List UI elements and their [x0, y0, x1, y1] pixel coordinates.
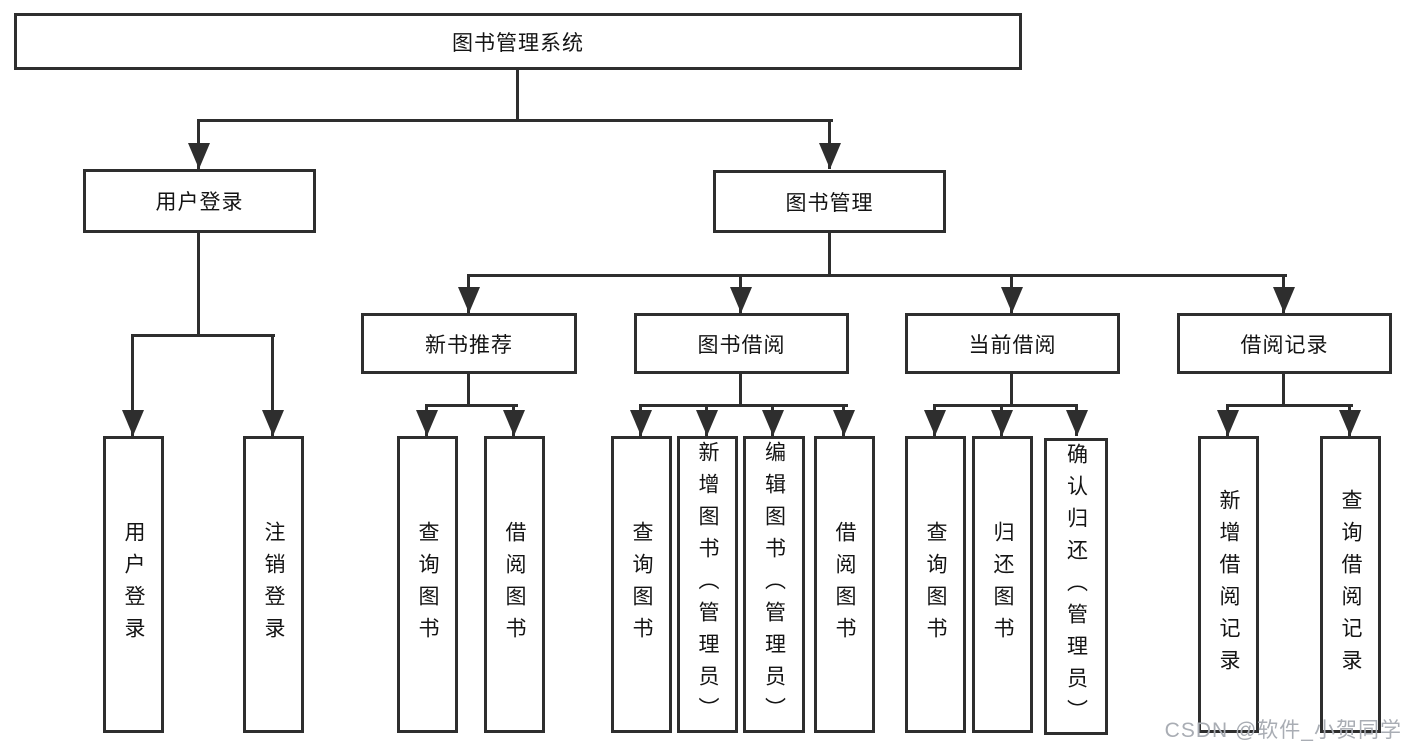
node-label: 借阅记录 — [1240, 333, 1329, 357]
connector-children-bar — [933, 404, 1078, 407]
connector-stub-line — [1010, 374, 1013, 407]
node-label: 注销登录 — [262, 520, 285, 649]
arrow-down-icon — [819, 143, 841, 169]
connector-level2-bar — [197, 119, 833, 122]
node-book-management: 图书管理 — [713, 170, 946, 233]
node-borrow-books: 借阅图书 — [814, 436, 875, 733]
arrow-down-icon — [762, 410, 784, 436]
connector-trunk-line — [516, 70, 519, 121]
arrow-down-icon — [458, 287, 480, 313]
node-label: 当前借阅 — [968, 333, 1057, 357]
connector-stub-line — [828, 233, 831, 277]
node-label: 查询借阅记录 — [1339, 488, 1362, 681]
connector-children-bar — [425, 404, 518, 407]
node-label: 借阅图书 — [503, 520, 526, 649]
connector-stub-line — [1282, 374, 1285, 407]
node-add-borrow-record: 新增借阅记录 — [1198, 436, 1259, 733]
node-label: 查询图书 — [630, 520, 653, 649]
node-borrow-books-recommend: 借阅图书 — [484, 436, 545, 733]
node-query-books-current: 查询图书 — [905, 436, 966, 733]
node-query-books-borrowing: 查询图书 — [611, 436, 672, 733]
node-label: 确认归还（管理员） — [1064, 442, 1088, 731]
node-label: 查询图书 — [416, 520, 439, 649]
node-new-book-recommendation: 新书推荐 — [361, 313, 577, 374]
node-borrowing-records: 借阅记录 — [1177, 313, 1392, 374]
node-query-books-recommend: 查询图书 — [397, 436, 458, 733]
node-label: 新书推荐 — [425, 333, 513, 357]
node-user-login-leaf: 用户登录 — [103, 436, 164, 733]
arrow-down-icon — [1273, 287, 1295, 313]
arrow-down-icon — [833, 410, 855, 436]
arrow-down-icon — [1001, 287, 1023, 313]
arrow-down-icon — [1066, 410, 1088, 436]
connector-stub-line — [197, 233, 200, 337]
node-label: 图书管理系统 — [452, 31, 584, 55]
arrow-down-icon — [1339, 410, 1361, 436]
arrow-down-icon — [991, 410, 1013, 436]
arrow-down-icon — [188, 143, 210, 169]
node-query-borrow-record: 查询借阅记录 — [1320, 436, 1381, 733]
arrow-down-icon — [730, 287, 752, 313]
arrow-down-icon — [503, 410, 525, 436]
node-edit-books-admin: 编辑图书（管理员） — [743, 436, 805, 733]
arrow-down-icon — [416, 410, 438, 436]
connector-children-bar — [467, 274, 1287, 277]
csdn-watermark: CSDN @软件_小贺同学 — [1164, 719, 1402, 742]
connector-children-bar — [1226, 404, 1353, 407]
node-label: 图书管理 — [785, 191, 874, 215]
node-label: 新增图书（管理员） — [696, 440, 719, 729]
connector-drop-line — [271, 334, 274, 436]
node-label: 用户登录 — [122, 520, 145, 649]
arrow-down-icon — [630, 410, 652, 436]
node-return-books: 归还图书 — [972, 436, 1033, 733]
node-label: 编辑图书（管理员） — [762, 440, 786, 729]
node-user-login: 用户登录 — [83, 169, 316, 233]
node-add-books-admin: 新增图书（管理员） — [677, 436, 738, 733]
node-library-management-system: 图书管理系统 — [14, 13, 1022, 70]
node-confirm-return-admin: 确认归还（管理员） — [1044, 438, 1108, 735]
connector-stub-line — [739, 374, 742, 407]
node-label: 新增借阅记录 — [1217, 488, 1240, 681]
node-label: 查询图书 — [924, 520, 947, 649]
node-label: 用户登录 — [155, 191, 244, 214]
node-label: 归还图书 — [991, 520, 1014, 649]
node-logout: 注销登录 — [243, 436, 304, 733]
node-book-borrowing: 图书借阅 — [634, 313, 849, 374]
connector-children-bar — [131, 334, 275, 337]
arrow-down-icon — [262, 410, 284, 436]
node-current-borrowing: 当前借阅 — [905, 313, 1120, 374]
arrow-down-icon — [696, 410, 718, 436]
arrow-down-icon — [1217, 410, 1239, 436]
arrow-down-icon — [924, 410, 946, 436]
connector-drop-line — [131, 334, 134, 436]
connector-children-bar — [639, 404, 848, 407]
arrow-down-icon — [122, 410, 144, 436]
connector-stub-line — [467, 374, 470, 407]
node-label: 图书借阅 — [697, 333, 786, 357]
node-label: 借阅图书 — [833, 520, 856, 649]
